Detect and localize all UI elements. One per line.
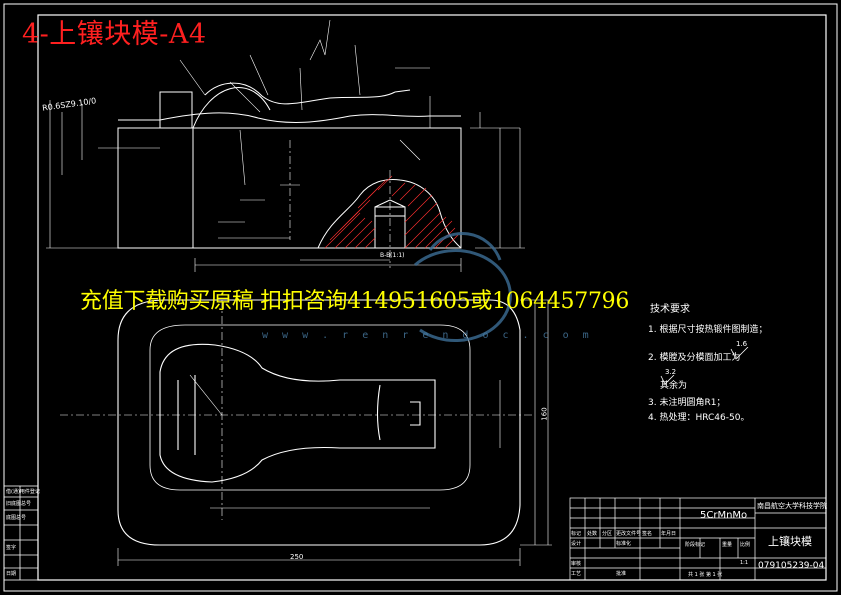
title-sheet-info: 共 1 张 第 1 张 (688, 572, 723, 578)
tech-req-item-3: 3. 未注明圆角R1； (648, 398, 726, 408)
side-stamp-item-3: 底图总号 (6, 515, 27, 521)
watermark-logo (414, 232, 512, 343)
title-label-marks: 标记 (571, 531, 582, 537)
title-label-count: 处数 (587, 531, 598, 537)
title-label-zone: 分区 (602, 531, 613, 537)
title-label-design: 设计 (571, 541, 582, 547)
plan-view (117, 299, 521, 546)
side-stamp-item-5: 日期 (6, 571, 17, 577)
side-stamp (3, 485, 39, 581)
title-label-approve: 批准 (616, 571, 627, 577)
side-stamp-item-1: 借(通)用件登记 (6, 489, 40, 495)
tech-req-item-4: 4. 热处理：HRC46-50。 (648, 413, 750, 423)
dim-height-right: 160 (540, 407, 549, 421)
title-block (569, 497, 827, 581)
outer-frame (3, 3, 838, 592)
tech-req-item-other: 其余为 (660, 381, 688, 391)
tech-req-item-2: 2. 模膛及分模面加工为 (648, 353, 741, 363)
inner-frame (37, 14, 827, 581)
title-label-weight: 重量 (722, 542, 733, 548)
section-label: B-B(1:1) (380, 252, 405, 259)
title-label-date: 年月日 (661, 531, 677, 537)
side-stamp-item-4: 签字 (6, 545, 17, 551)
title-school: 南昌航空大学科技学院 (757, 502, 827, 510)
tech-req-item-1: 1. 根据尺寸按热锻件图制造； (648, 325, 768, 335)
tech-req-title: 技术要求 (650, 304, 690, 315)
plan-dimensions (117, 299, 552, 566)
promo-banner: 充值下载购买原稿 扣扣咨询414951605或1064457796 (80, 289, 630, 314)
title-scale: 1:1 (740, 560, 749, 566)
roughness-symbol (730, 347, 749, 360)
title-label-sign: 签名 (642, 531, 653, 537)
title-part-name: 上镶块模 (768, 535, 812, 548)
title-label-std: 标准化 (616, 541, 632, 547)
center-lines (60, 140, 535, 520)
front-section-view (117, 82, 462, 249)
title-material: 5CrMnMo (700, 510, 748, 521)
title-label-stage: 阶段标记 (685, 542, 706, 548)
title-label-change: 更改文件号 (616, 531, 642, 537)
roughness-main-value: 1.6 (736, 340, 748, 348)
sheet-header-title: 4-上镶块模-A4 (22, 19, 207, 50)
side-stamp-item-2: 旧底图总号 (6, 501, 32, 507)
watermark-text: w w w . r e n r e n d o c . c o m (262, 330, 593, 341)
roughness-other-value: 3.2 (665, 368, 677, 376)
dim-width-total: 250 (290, 553, 304, 561)
title-label-process: 工艺 (571, 571, 582, 577)
title-label-check: 审核 (571, 561, 582, 567)
title-drawing-number: 079105239-04 (758, 561, 825, 571)
title-label-scale: 比例 (740, 542, 751, 548)
roughness-symbol-other (660, 375, 675, 385)
